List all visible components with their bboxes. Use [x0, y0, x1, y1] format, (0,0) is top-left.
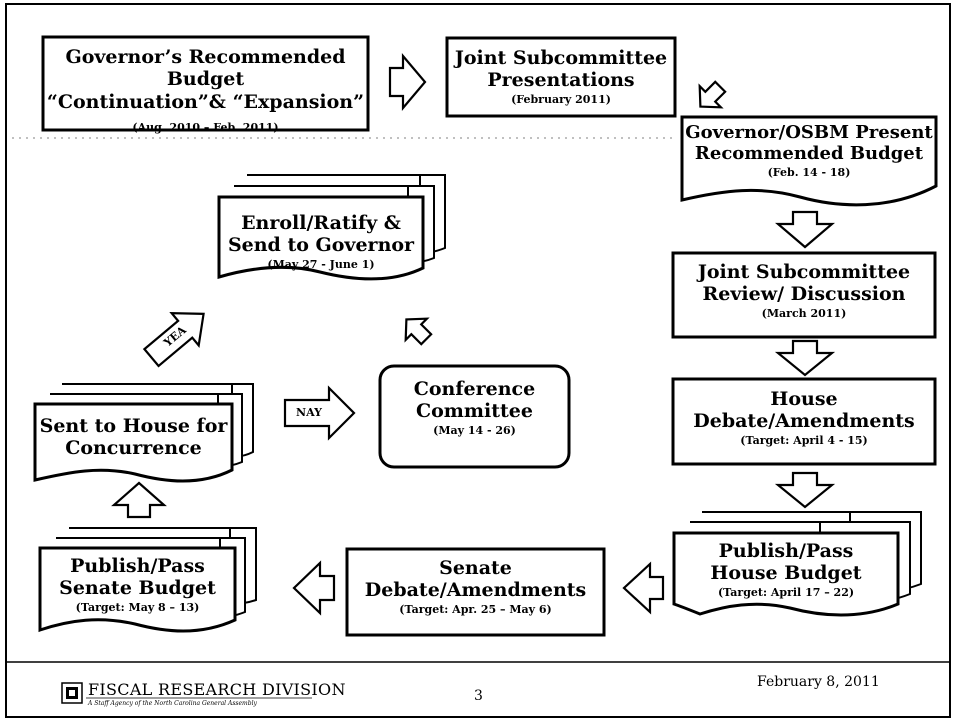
concurrence-node: Sent to House for Concurrence: [35, 415, 232, 460]
page-number: 3: [474, 688, 483, 704]
joint-presentations-box: [445, 36, 677, 118]
house-debate-title-2: Debate/Amendments: [693, 410, 915, 433]
joint-review-date: (March 2011): [761, 306, 847, 320]
enroll-title-1: Enroll/Ratify &: [241, 212, 401, 234]
concurrence-title-2: Concurrence: [65, 437, 202, 460]
house-debate-node: House Debate/Amendments (Target: April 4…: [673, 388, 935, 448]
logo-icon: [61, 682, 83, 704]
senate-debate-date: (Target: Apr. 25 – May 6): [399, 602, 552, 616]
concurrence-stack: [33, 383, 254, 483]
enroll-node: Enroll/Ratify & Send to Governor (May 27…: [219, 212, 423, 272]
joint-presentations-node: Joint Subcommittee Presentations (Februa…: [447, 47, 675, 107]
nay-arrow: [283, 385, 356, 441]
arrow-left-2: [292, 560, 336, 616]
logo-subtitle: A Staff Agency of the North Carolina Gen…: [88, 700, 257, 707]
joint-presentations-title-1: Joint Subcommittee: [454, 47, 668, 69]
footer-date: February 8, 2011: [757, 674, 880, 690]
arrow-down-2: [774, 339, 836, 377]
house-budget-title-1: Publish/Pass: [718, 540, 854, 562]
arrow-left-1: [622, 561, 665, 615]
house-debate-title-1: House: [770, 388, 838, 410]
arrow-right-1: [388, 52, 427, 112]
arrow-diag-2: [404, 317, 433, 346]
joint-review-node: Joint Subcommittee Review/ Discussion (M…: [673, 261, 935, 321]
enroll-stack: [217, 174, 446, 281]
gov-budget-date: (Aug. 2010 – Feb. 2011): [132, 121, 279, 135]
house-budget-title-2: House Budget: [710, 562, 862, 585]
osbm-present-node: Governor/OSBM Present Recommended Budget…: [682, 122, 936, 180]
senate-budget-node: Publish/Pass Senate Budget (Target: May …: [40, 555, 235, 615]
house-debate-box: [671, 377, 937, 466]
senate-budget-title-2: Senate Budget: [59, 577, 216, 600]
osbm-present-title-1: Governor/OSBM Present: [685, 122, 933, 143]
joint-presentations-title-2: Presentations: [487, 69, 635, 92]
gov-budget-node: Governor’s Recommended Budget “Continuat…: [43, 46, 368, 135]
logo-title: FISCAL RESEARCH DIVISION: [88, 680, 346, 699]
yea-arrow: [142, 312, 205, 368]
concurrence-title-1: Sent to House for: [39, 415, 228, 437]
conference-title-1: Conference: [413, 378, 536, 400]
senate-debate-title-2: Debate/Amendments: [364, 579, 587, 602]
joint-presentations-date: (February 2011): [511, 92, 611, 106]
senate-budget-date: (Target: May 8 – 13): [75, 600, 200, 614]
senate-budget-stack: [38, 527, 257, 633]
osbm-present-date: (Feb. 14 - 18): [767, 166, 851, 180]
joint-review-box: [671, 251, 937, 339]
gov-budget-title-2: “Continuation”& “Expansion”: [46, 90, 365, 113]
joint-review-title-1: Joint Subcommittee: [697, 261, 911, 283]
house-budget-date: (Target: April 17 – 22): [717, 585, 855, 599]
gov-budget-box: [41, 35, 370, 132]
senate-debate-title-1: Senate: [439, 557, 512, 579]
arrow-up-1: [111, 481, 167, 519]
senate-debate-box: [345, 547, 606, 637]
conference-title-2: Committee: [416, 400, 533, 423]
conference-box: [378, 364, 571, 469]
senate-debate-node: Senate Debate/Amendments (Target: Apr. 2…: [347, 557, 604, 617]
enroll-date: (May 27 - June 1): [267, 257, 375, 271]
enroll-title-2: Send to Governor: [227, 234, 415, 257]
arrow-down-1: [775, 210, 835, 249]
house-debate-date: (Target: April 4 - 15): [740, 433, 868, 447]
osbm-present-box: [680, 115, 938, 207]
joint-review-title-2: Review/ Discussion: [702, 283, 906, 306]
conference-node: Conference Committee (May 14 - 26): [380, 378, 569, 438]
nay-label: NAY: [296, 406, 322, 419]
osbm-present-title-2: Recommended Budget: [694, 143, 924, 165]
arrow-diag-1: [698, 80, 727, 109]
senate-budget-title-1: Publish/Pass: [70, 555, 205, 577]
house-budget-node: Publish/Pass House Budget (Target: April…: [674, 540, 898, 600]
house-budget-stack: [672, 511, 922, 617]
conference-date: (May 14 - 26): [433, 423, 516, 437]
arrow-down-3: [774, 471, 836, 509]
gov-budget-title-1: Governor’s Recommended Budget: [65, 46, 346, 91]
slide-border: [5, 3, 951, 718]
